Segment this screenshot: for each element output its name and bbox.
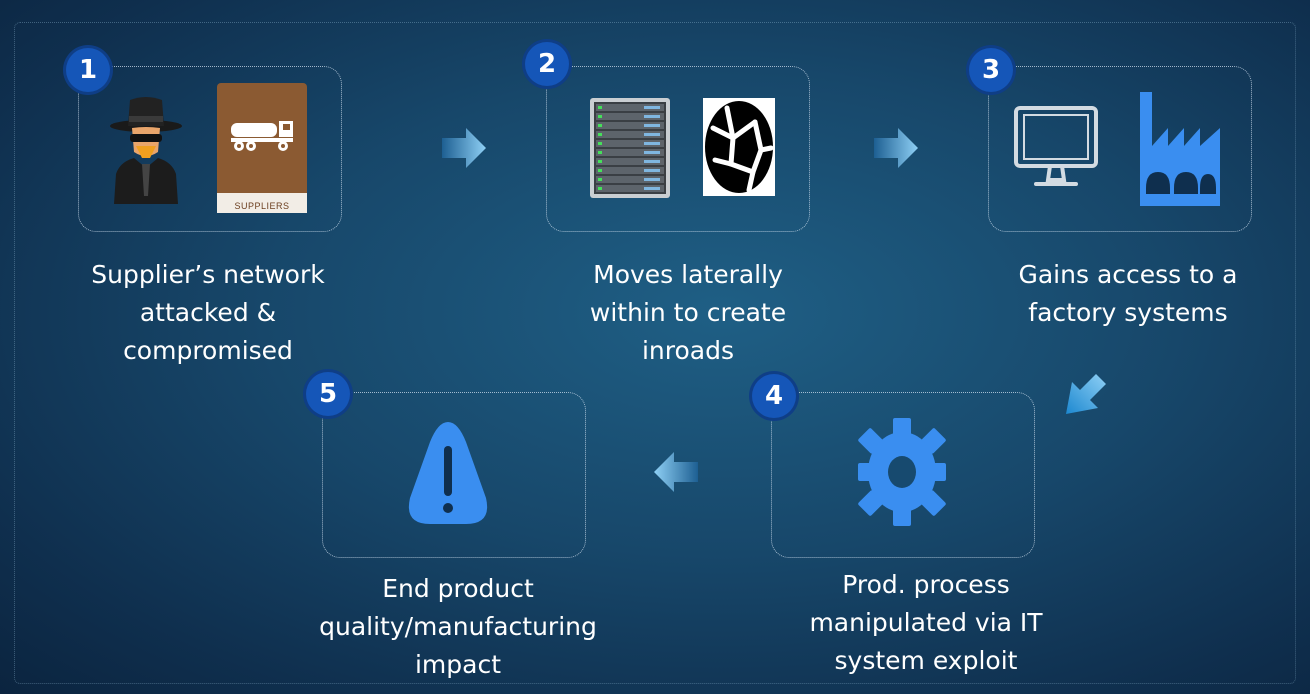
step-1-caption-line-2: attacked & xyxy=(139,298,277,327)
arrow-right-2-icon xyxy=(874,128,920,172)
gear-icon xyxy=(858,416,946,528)
step-3-caption: Gains access to a factory systems xyxy=(978,256,1278,332)
step-5-caption: End product quality/manufacturing impact xyxy=(300,570,616,684)
step-4-caption-line-1: Prod. process xyxy=(842,570,1010,599)
monitor-icon xyxy=(1012,104,1100,192)
step-5-badge: 5 xyxy=(306,372,350,416)
step-4-caption-line-2: manipulated via IT xyxy=(809,608,1043,637)
step-2-caption-line-3: inroads xyxy=(641,336,735,365)
hacker-icon xyxy=(106,92,186,204)
supplier-truck-icon: SUPPLIERS xyxy=(217,83,307,213)
step-5-caption-line-1: End product xyxy=(382,574,534,603)
step-4-caption-line-3: system exploit xyxy=(834,646,1018,675)
arrow-down-left-icon xyxy=(1064,374,1108,422)
arrow-left-icon xyxy=(652,452,698,496)
step-5-caption-line-3: impact xyxy=(414,650,502,679)
step-1-caption-line-1: Supplier’s network xyxy=(91,260,325,289)
step-3-caption-line-2: factory systems xyxy=(1028,298,1228,327)
server-rack-icon xyxy=(588,96,672,200)
step-4-badge: 4 xyxy=(752,374,796,418)
arrow-right-1-icon xyxy=(442,128,488,172)
step-3-box xyxy=(988,66,1252,232)
step-3-badge: 3 xyxy=(969,48,1013,92)
step-2-caption-line-1: Moves laterally xyxy=(593,260,783,289)
step-2-caption: Moves laterally within to create inroads xyxy=(538,256,838,370)
step-4-caption: Prod. process manipulated via IT system … xyxy=(776,566,1076,680)
step-5-box xyxy=(322,392,586,558)
step-2-caption-line-2: within to create xyxy=(589,298,787,327)
factory-icon xyxy=(1136,88,1224,208)
step-3-caption-line-1: Gains access to a xyxy=(1018,260,1238,289)
step-5-caption-line-2: quality/manufacturing xyxy=(319,612,597,641)
diagram-frame xyxy=(14,22,1296,684)
step-1-badge: 1 xyxy=(66,48,110,92)
step-2-box xyxy=(546,66,810,232)
step-1-caption: Supplier’s network attacked & compromise… xyxy=(58,256,358,370)
suppliers-text: SUPPLIERS xyxy=(234,201,290,211)
step-1-box xyxy=(78,66,342,232)
step-1-caption-line-3: compromised xyxy=(123,336,293,365)
network-globe-icon xyxy=(703,98,775,196)
warning-icon xyxy=(406,420,490,526)
step-2-badge: 2 xyxy=(525,42,569,86)
step-4-box xyxy=(771,392,1035,558)
